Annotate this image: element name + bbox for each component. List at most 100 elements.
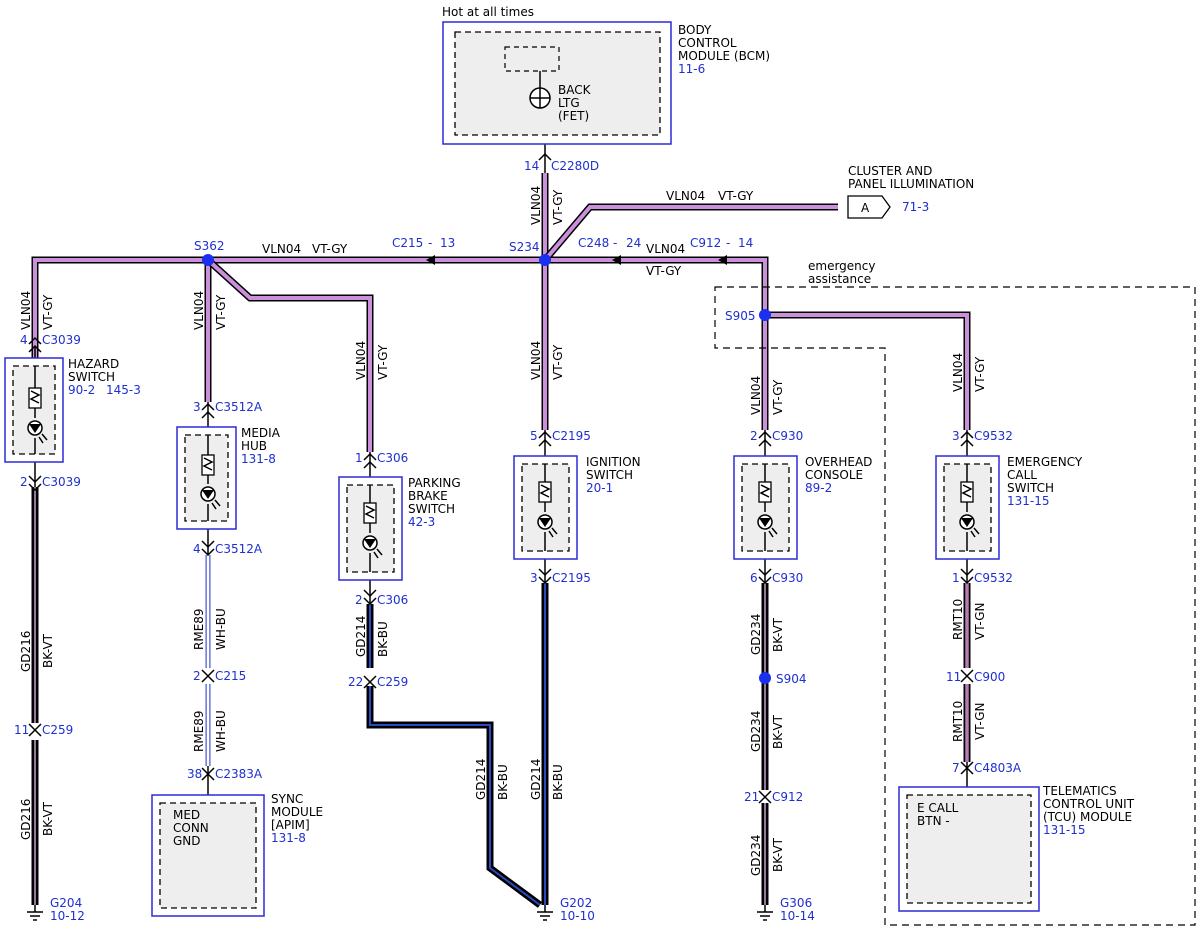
c215-2-pin: 2 (193, 669, 201, 683)
splice-dot[interactable] (759, 672, 771, 684)
body-control-module[interactable]: BACK LTG (FET) (442, 21, 672, 145)
media-label-1: MEDIA (241, 426, 281, 440)
c4803a-pin: 7 (952, 761, 960, 775)
sync-inner-3: GND (173, 834, 201, 848)
wire-label: GD214 (529, 759, 543, 800)
g204-name: G204 (50, 896, 82, 910)
c930-6-name: C930 (772, 571, 803, 585)
cluster-ref[interactable]: 71-3 (902, 200, 929, 214)
c930-2-pin: 2 (750, 429, 758, 443)
lamp-icon (362, 535, 383, 559)
c248-name: C248 (578, 236, 609, 250)
tcu-inner-2: BTN - (917, 814, 950, 828)
media-label-2: HUB (241, 439, 267, 453)
c215-13-pin: 13 (440, 236, 455, 250)
wire-label: BK-VT (41, 633, 55, 668)
c259-22-pin: 22 (348, 675, 363, 689)
wire-label: GD214 (354, 616, 368, 657)
g306-ref[interactable]: 10-14 (780, 909, 815, 923)
media-ref[interactable]: 131-8 (241, 452, 276, 466)
tcu-module[interactable]: E CALL BTN - (898, 786, 1040, 912)
lamp-icon (200, 486, 221, 510)
wire-label: RMT10 (951, 599, 965, 640)
wire-label: VLN04 (262, 242, 301, 256)
wire-label: VT-GN (973, 703, 987, 740)
splice-dot[interactable] (202, 254, 214, 266)
emergency-call-switch-module[interactable] (935, 455, 1000, 560)
c2195-5-name: C2195 (552, 429, 591, 443)
c2195-5-pin: 5 (530, 429, 538, 443)
ignition-switch-module[interactable] (513, 455, 578, 560)
c3039-2-pin: 2 (20, 475, 28, 489)
c259-22-name: C259 (377, 675, 408, 689)
wire-label: GD234 (749, 711, 763, 752)
c3512a-3-pin: 3 (193, 400, 201, 414)
wire-label: VT-GY (214, 294, 228, 330)
hazard-label-2: SWITCH (68, 370, 115, 384)
wire-label: VLN04 (19, 291, 33, 330)
ecall-ref[interactable]: 131-15 (1007, 494, 1050, 508)
hazard-ref-2[interactable]: 145-3 (106, 383, 141, 397)
sync-label-3: [APIM] (271, 818, 310, 832)
sync-ref[interactable]: 131-8 (271, 831, 306, 845)
g202-ref[interactable]: 10-10 (560, 909, 595, 923)
parking-ref[interactable]: 42-3 (408, 515, 435, 529)
resistor-icon (538, 481, 552, 503)
ecall-label-3: SWITCH (1007, 481, 1054, 495)
wire-label: VT-GY (771, 379, 785, 415)
overhead-ref[interactable]: 89-2 (805, 481, 832, 495)
wire-label: BK-VT (41, 801, 55, 836)
wire-label: GD234 (749, 835, 763, 876)
wire-label: VLN04 (749, 376, 763, 415)
ecall-label-1: EMERGENCY (1007, 455, 1083, 469)
ecall-label-2: CALL (1007, 468, 1037, 482)
lamp-icon (27, 420, 48, 444)
c2280d-name: C2280D (551, 159, 599, 173)
wire-label: RMT10 (951, 701, 965, 742)
bcm-label-2: CONTROL (678, 36, 737, 50)
wire-label: VLN04 (951, 353, 965, 392)
overhead-console-module[interactable] (733, 455, 798, 560)
sync-inner-1: MED (173, 808, 200, 822)
wire-label: VT-GY (312, 242, 348, 256)
bcm-ref[interactable]: 11-6 (678, 62, 705, 76)
wire-label: VT-GY (718, 189, 754, 203)
c215-2-name: C215 (215, 669, 246, 683)
emergency-region-outline (714, 286, 1196, 926)
vertical-wire-labels: VLN04 VT-GY VLN04 VT-GY VLN04 VT-GY VLN0… (19, 186, 987, 876)
c930-6-pin: 6 (750, 571, 758, 585)
c248-pin: 24 (626, 236, 641, 250)
tcu-ref[interactable]: 131-15 (1043, 823, 1086, 837)
emergency-label-1: emergency (808, 259, 875, 273)
sync-module[interactable]: MED CONN GND (151, 794, 265, 917)
splice-dot[interactable] (539, 254, 551, 266)
c9532-1-name: C9532 (974, 571, 1013, 585)
ground-icon (537, 905, 553, 921)
wire-label: GD234 (749, 614, 763, 655)
wire-label: VLN04 (666, 189, 705, 203)
c259-11-pin: 11 (14, 723, 29, 737)
cluster-label-2: PANEL ILLUMINATION (848, 177, 974, 191)
c3039-4-name: C3039 (42, 333, 81, 347)
wire-label: GD216 (19, 631, 33, 672)
fet-icon (529, 87, 551, 109)
media-hub-module[interactable] (176, 426, 237, 530)
c3512a-4-pin: 4 (193, 542, 201, 556)
cluster-connector-arrow[interactable]: A (847, 195, 891, 219)
bcm-label-1: BODY (678, 23, 712, 37)
hazard-switch-module[interactable] (4, 357, 64, 463)
c9532-3-pin: 3 (952, 429, 960, 443)
hazard-ref-1[interactable]: 90-2 (68, 383, 95, 397)
c3039-4-pin: 4 (20, 333, 28, 347)
parking-brake-switch-module[interactable] (338, 476, 403, 581)
parking-label-2: BRAKE (408, 489, 448, 503)
splice-dot[interactable] (759, 309, 771, 321)
resistor-icon (363, 502, 377, 524)
lamp-icon (959, 514, 980, 538)
cluster-connector-letter: A (861, 201, 870, 215)
parking-label-1: PARKING (408, 476, 461, 490)
c2195-3-pin: 3 (530, 571, 538, 585)
ignition-ref[interactable]: 20-1 (586, 481, 613, 495)
g204-ref[interactable]: 10-12 (50, 909, 85, 923)
